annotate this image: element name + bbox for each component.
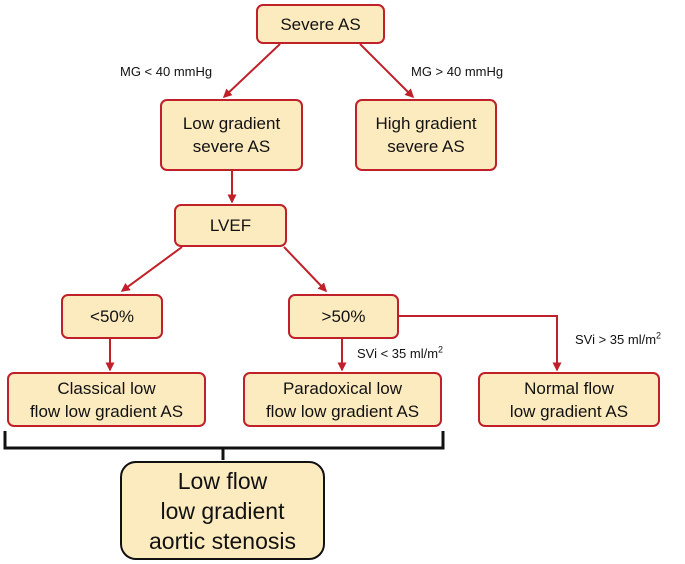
node-lt50: <50% [61, 294, 163, 339]
node-low-gradient-line2: severe AS [192, 137, 271, 156]
node-paradoxical: Paradoxical low flow low gradient AS [243, 372, 442, 427]
node-classical: Classical low flow low gradient AS [7, 372, 206, 427]
node-classical-line2: flow low gradient AS [29, 401, 184, 421]
node-normal-flow-line1: Normal flow [524, 378, 614, 398]
node-high-gradient-line1: High gradient [375, 114, 477, 133]
arrow-severe-to-low [222, 43, 281, 99]
node-lt50-label: <50% [90, 307, 134, 326]
label-svi-gt-35-exp: 2 [656, 330, 662, 341]
node-normal-flow: Normal flow low gradient AS [478, 372, 660, 427]
label-svi-lt-35: SVi < 35 ml/m2 [357, 344, 444, 362]
arrow-severe-to-high [359, 43, 415, 99]
node-lvef: LVEF [174, 204, 287, 247]
node-lflg-line3: aortic stenosis [148, 527, 296, 554]
node-paradoxical-line2: flow low gradient AS [265, 401, 420, 421]
node-high-gradient: High gradient severe AS [355, 99, 497, 171]
label-mg-lt-40: MG < 40 mmHg [120, 64, 213, 79]
node-gt50-label: >50% [321, 307, 366, 326]
arrow-lvef-to-gt50 [283, 246, 328, 293]
node-low-flow-low-gradient-as: Low flow low gradient aortic stenosis [120, 461, 325, 560]
grouping-bracket [3, 431, 445, 460]
label-svi-lt-35-exp: 2 [438, 344, 444, 355]
node-normal-flow-line2: low gradient AS [509, 401, 629, 421]
node-gt50: >50% [288, 294, 399, 339]
arrow-lvef-to-lt50 [120, 246, 183, 292]
node-lflg-line2: low gradient [160, 497, 285, 524]
node-low-gradient-line1: Low gradient [182, 114, 281, 133]
label-mg-gt-40: MG > 40 mmHg [411, 64, 504, 79]
node-classical-line1: Classical low [57, 378, 156, 398]
node-low-gradient: Low gradient severe AS [160, 99, 303, 171]
arrow-gt50-to-normal [399, 315, 562, 372]
node-paradoxical-line1: Paradoxical low [282, 378, 403, 398]
label-svi-gt-35-text: SVi > 35 ml/m [575, 332, 657, 347]
node-severe-as-label: Severe AS [280, 14, 361, 34]
node-severe-as: Severe AS [256, 4, 385, 44]
node-lvef-label: LVEF [209, 216, 252, 235]
node-high-gradient-line2: severe AS [387, 137, 465, 156]
node-lflg-line1: Low flow [177, 467, 268, 494]
label-svi-lt-35-text: SVi < 35 ml/m [357, 346, 439, 361]
label-svi-gt-35: SVi > 35 ml/m2 [575, 330, 662, 348]
